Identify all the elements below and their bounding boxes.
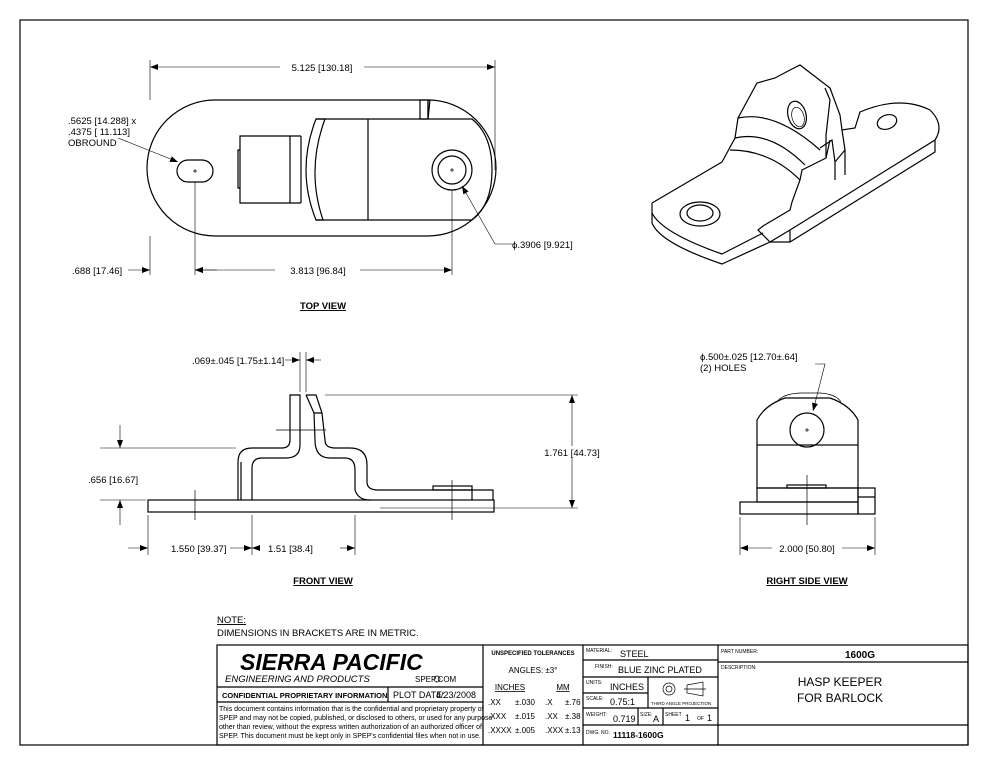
top-view-curved-face <box>305 118 326 221</box>
scale-value: 0.75:1 <box>610 697 635 707</box>
front-view-bracket <box>237 394 494 501</box>
note-text: DIMENSIONS IN BRACKETS ARE IN METRIC. <box>217 628 419 639</box>
plot-date-label: PLOT DATE: <box>393 690 445 700</box>
top-view: 5.125 [130.18] 3.813 [96.84] .688 [17.46… <box>68 60 573 312</box>
dim-width-label: 2.000 [50.80] <box>779 544 834 555</box>
top-view-hole-inner <box>437 155 467 185</box>
note-title: NOTE: <box>217 615 246 626</box>
size-value: A <box>653 714 659 724</box>
hole-callout-line-2: (2) HOLES <box>700 363 746 374</box>
material-value: STEEL <box>620 649 649 659</box>
sheet-of-label: OF <box>697 716 704 722</box>
slot-callout-line-1: .5625 [14.288] x <box>68 116 136 127</box>
company-logo: SIERRA PACIFIC <box>240 649 423 675</box>
top-view-slot <box>176 159 214 183</box>
svg-text:.X: .X <box>545 698 553 707</box>
units-label: UNITS: <box>586 680 602 686</box>
svg-text:±.38: ±.38 <box>565 712 581 721</box>
isometric-view <box>651 64 940 265</box>
tolerances-title: UNSPECIFIED TOLERANCES <box>491 651 574 657</box>
svg-text:±.13: ±.13 <box>565 726 581 735</box>
disclaimer-line: SPEP. This document must be kept only in… <box>219 733 481 740</box>
svg-text:.XXX: .XXX <box>545 726 564 735</box>
tolerance-angles: ANGLES: ±3° <box>509 666 558 675</box>
weight-label: WEIGHT: <box>586 712 607 718</box>
top-view-block <box>237 135 302 204</box>
top-view-title: TOP VIEW <box>300 301 346 312</box>
sheet-value: 1 <box>685 713 690 723</box>
svg-text:±.005: ±.005 <box>515 726 536 735</box>
disclaimer-line: This document contains information that … <box>219 706 484 713</box>
company-subtitle: ENGINEERING AND PRODUCTS <box>225 674 370 685</box>
hole-diameter-label: ϕ.3906 [9.921] <box>512 240 573 251</box>
right-side-view: ϕ.500±.025 [12.70±.64] (2) HOLES 2.000 [… <box>700 352 876 587</box>
right-side-view-title: RIGHT SIDE VIEW <box>766 576 847 587</box>
front-view: .069±.045 [1.75±1.14] 1.761 [44.73] .656… <box>88 352 604 587</box>
dim-hole-spacing-label: 3.813 [96.84] <box>290 266 345 277</box>
finish-label: FINISH: <box>595 664 613 670</box>
title-block: SIERRA PACIFIC ENGINEERING AND PRODUCTS … <box>216 644 969 746</box>
disclaimer-line: other than review, without the express w… <box>219 724 482 731</box>
dim-height-label: 1.761 [44.73] <box>544 448 599 459</box>
right-view-hole <box>789 412 825 448</box>
front-view-base <box>147 499 495 513</box>
svg-text:.XX: .XX <box>488 698 502 707</box>
finish-value: BLUE ZINC PLATED <box>618 665 702 675</box>
svg-text:.XX: .XX <box>545 712 559 721</box>
top-view-tab <box>419 99 429 120</box>
front-view-title: FRONT VIEW <box>293 576 353 587</box>
sheet-label: SHEET <box>665 712 682 718</box>
scale-label: SCALE: <box>586 696 604 702</box>
svg-text:±.015: ±.015 <box>515 712 536 721</box>
tolerance-row: .XXX ±.015 .XX ±.38 <box>488 712 581 721</box>
disclaimer-line: SPEP and may not be copied, published, o… <box>219 715 493 722</box>
slot-callout-line-3: OBROUND <box>68 138 117 149</box>
part-number-value: 1600G <box>845 650 875 661</box>
description-label: DESCRIPTION: <box>721 665 757 671</box>
weight-value: 0.719 <box>613 714 636 724</box>
third-angle-projection-icon <box>662 681 706 697</box>
projection-label: THIRD ANGLE PROJECTION <box>651 701 711 706</box>
tolerance-row: .XXXX ±.005 .XXX ±.13 <box>488 726 581 735</box>
hole-leader <box>461 185 513 245</box>
description-line-2: FOR BARLOCK <box>797 691 883 705</box>
drawing-border <box>19 19 969 746</box>
svg-text:.XXXX: .XXXX <box>488 726 512 735</box>
svg-text:±.76: ±.76 <box>565 698 581 707</box>
dim-overall-length-label: 5.125 [130.18] <box>292 63 353 74</box>
tolerance-inches-header: INCHES <box>495 683 525 692</box>
slot-callout-line-2: .4375 [ 11.113] <box>68 127 130 138</box>
dwg-no-label: DWG. NO. <box>586 730 610 736</box>
top-view-body <box>316 118 493 221</box>
description-line-1: HASP KEEPER <box>798 675 883 689</box>
hole-callout-line-1: ϕ.500±.025 [12.70±.64] <box>700 352 798 363</box>
website: SPEP.COM <box>415 675 457 684</box>
material-label: MATERIAL: <box>586 648 612 654</box>
dim-offset-left-label: 1.550 [39.37] <box>171 544 226 555</box>
dim-offset-right-label: 1.51 [38.4] <box>268 544 313 555</box>
tolerance-row: .XX ±.030 .X ±.76 <box>488 698 581 707</box>
plot-date: 4/23/2008 <box>436 690 476 700</box>
dim-flange-height-label: .656 [16.67] <box>88 475 138 486</box>
svg-text:±.030: ±.030 <box>515 698 536 707</box>
sheet-total: 1 <box>707 713 712 723</box>
confidential-heading: CONFIDENTIAL PROPRIETARY INFORMATION <box>222 691 387 700</box>
part-number-label: PART NUMBER: <box>721 649 758 655</box>
dim-edge-offset-label: .688 [17.46] <box>72 266 122 277</box>
units-value: INCHES <box>610 682 644 692</box>
dwg-no-value: 11118-1600G <box>613 730 664 740</box>
svg-text:.XXX: .XXX <box>488 712 507 721</box>
tolerance-mm-header: MM <box>556 683 570 692</box>
iso-boss <box>679 201 721 227</box>
size-label: SIZE: <box>640 712 653 718</box>
slot-leader <box>117 137 179 163</box>
dim-gap-label: .069±.045 [1.75±1.14] <box>192 356 284 367</box>
